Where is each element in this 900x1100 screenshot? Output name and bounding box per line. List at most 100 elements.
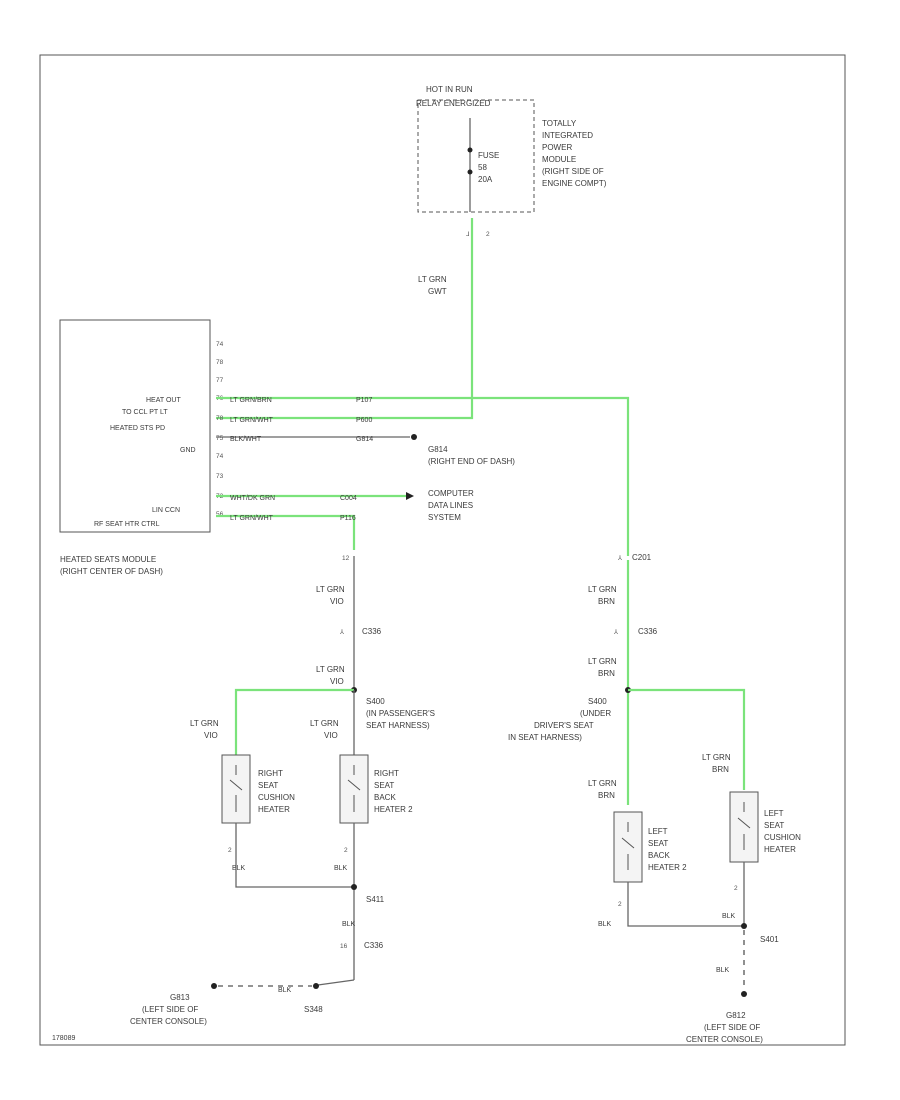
rb-splice-label: S400 (IN PASSENGER'S SEAT HARNESS) bbox=[366, 697, 435, 730]
svg-text:SYSTEM: SYSTEM bbox=[428, 513, 461, 522]
svg-text:BLK/WHT: BLK/WHT bbox=[230, 436, 262, 443]
svg-text:C004: C004 bbox=[340, 495, 357, 502]
svg-text:CUSHION: CUSHION bbox=[258, 793, 295, 802]
svg-text:74: 74 bbox=[216, 341, 224, 348]
svg-text:HEATER: HEATER bbox=[258, 805, 290, 814]
rb-gnd-pin-right: 2 bbox=[344, 847, 348, 854]
lb-connector-mark: ⅄ bbox=[617, 554, 623, 562]
lb-gnd-pin-left: 2 bbox=[618, 901, 622, 908]
lb-c336-label: C336 bbox=[638, 627, 658, 636]
rb-wire1-label: LT GRN VIO bbox=[316, 585, 345, 606]
g813-label: G813 (LEFT SIDE OF CENTER CONSOLE) bbox=[130, 993, 207, 1026]
svg-text:G812: G812 bbox=[726, 1011, 746, 1020]
lb-blk-down-label: BLK bbox=[716, 967, 730, 974]
svg-text:LT GRN: LT GRN bbox=[316, 665, 345, 674]
lb-wire1-label: LT GRN BRN bbox=[588, 585, 617, 606]
g813-node bbox=[211, 983, 217, 989]
g812-label: G812 (LEFT SIDE OF CENTER CONSOLE) bbox=[686, 1011, 763, 1044]
lb-wire2-label: LT GRN BRN bbox=[588, 657, 617, 678]
module-splice-labels: P107 P600 G814 C004 P116 bbox=[340, 397, 373, 522]
fuse-node-top bbox=[467, 147, 473, 153]
svg-text:POWER: POWER bbox=[542, 143, 572, 152]
svg-text:SEAT: SEAT bbox=[258, 781, 278, 790]
rb-gnd-wire-label: BLK bbox=[232, 865, 246, 872]
feed-wire-green bbox=[216, 218, 474, 420]
svg-text:P116: P116 bbox=[340, 515, 356, 522]
svg-text:VIO: VIO bbox=[324, 731, 338, 740]
svg-text:LT GRN/WHT: LT GRN/WHT bbox=[230, 417, 274, 424]
tipm-pin: 2 bbox=[486, 231, 490, 238]
svg-text:INTEGRATED: INTEGRATED bbox=[542, 131, 593, 140]
svg-text:GWT: GWT bbox=[428, 287, 447, 296]
svg-text:LT GRN: LT GRN bbox=[418, 275, 447, 284]
s401-node bbox=[741, 923, 747, 929]
svg-text:CENTER CONSOLE): CENTER CONSOLE) bbox=[686, 1035, 763, 1044]
svg-text:SEAT HARNESS): SEAT HARNESS) bbox=[366, 721, 430, 730]
svg-text:S400: S400 bbox=[366, 697, 385, 706]
rb-ground-wire-left bbox=[235, 823, 354, 888]
rb-cushion-wire bbox=[234, 688, 354, 755]
left-back-heater-label: LEFT SEAT BACK HEATER 2 bbox=[648, 827, 687, 872]
relay-label: RELAY ENERGIZED bbox=[416, 99, 491, 108]
svg-text:BRN: BRN bbox=[598, 597, 615, 606]
fuse-node-bottom bbox=[467, 169, 473, 175]
svg-text:CUSHION: CUSHION bbox=[764, 833, 801, 842]
wire-rf-seat bbox=[216, 514, 356, 550]
left-cushion-heater-icon bbox=[737, 802, 751, 850]
svg-text:VIO: VIO bbox=[330, 677, 344, 686]
svg-text:56: 56 bbox=[216, 511, 224, 518]
svg-text:FUSE: FUSE bbox=[478, 151, 499, 160]
svg-text:LT GRN: LT GRN bbox=[588, 657, 617, 666]
svg-text:75: 75 bbox=[216, 435, 224, 442]
svg-text:(LEFT SIDE OF: (LEFT SIDE OF bbox=[142, 1005, 198, 1014]
svg-text:G813: G813 bbox=[170, 993, 190, 1002]
s348-node bbox=[313, 983, 319, 989]
svg-text:LT GRN/BRN: LT GRN/BRN bbox=[230, 397, 272, 404]
left-cushion-heater-label: LEFT SEAT CUSHION HEATER bbox=[764, 809, 801, 854]
rb-blk-dash-label: BLK bbox=[278, 987, 292, 994]
svg-text:LT GRN: LT GRN bbox=[310, 719, 339, 728]
svg-text:BACK: BACK bbox=[374, 793, 396, 802]
svg-text:RF SEAT HTR CTRL: RF SEAT HTR CTRL bbox=[94, 521, 160, 528]
svg-text:78: 78 bbox=[216, 359, 224, 366]
svg-text:(UNDER: (UNDER bbox=[580, 709, 611, 718]
rb-wire-left-label: LT GRN VIO bbox=[190, 719, 219, 740]
svg-text:G814: G814 bbox=[356, 436, 373, 443]
tipm-box bbox=[417, 99, 535, 213]
svg-text:SEAT: SEAT bbox=[374, 781, 394, 790]
svg-text:BRN: BRN bbox=[598, 669, 615, 678]
svg-text:77: 77 bbox=[216, 377, 224, 384]
rb-conn-pin: 12 bbox=[342, 555, 350, 562]
svg-text:(IN PASSENGER'S: (IN PASSENGER'S bbox=[366, 709, 435, 718]
svg-text:DATA LINES: DATA LINES bbox=[428, 501, 473, 510]
svg-text:58: 58 bbox=[478, 163, 487, 172]
g812-node bbox=[741, 991, 747, 997]
svg-text:LT GRN: LT GRN bbox=[702, 753, 731, 762]
svg-text:(RIGHT SIDE OF: (RIGHT SIDE OF bbox=[542, 167, 604, 176]
lb-blk-right-label: BLK bbox=[722, 913, 736, 920]
svg-text:SEAT: SEAT bbox=[648, 839, 668, 848]
svg-text:TOTALLY: TOTALLY bbox=[542, 119, 577, 128]
svg-text:73: 73 bbox=[216, 473, 224, 480]
svg-text:LEFT: LEFT bbox=[764, 809, 784, 818]
arrow-computer-data bbox=[406, 492, 414, 500]
svg-text:(RIGHT END OF DASH): (RIGHT END OF DASH) bbox=[428, 457, 515, 466]
svg-text:VIO: VIO bbox=[204, 731, 218, 740]
rb-ground-bend bbox=[317, 979, 355, 986]
svg-text:HEATER 2: HEATER 2 bbox=[648, 863, 687, 872]
module-pins: 74 78 77 76 78 75 74 73 72 56 bbox=[216, 341, 224, 518]
svg-text:TO CCL PT LT: TO CCL PT LT bbox=[122, 409, 168, 416]
svg-text:RIGHT: RIGHT bbox=[374, 769, 399, 778]
svg-text:MODULE: MODULE bbox=[542, 155, 576, 164]
wire-heat-out bbox=[216, 396, 630, 556]
tipm-connector-mark: ⅃ bbox=[466, 231, 470, 238]
svg-text:HEATED SEATS MODULE: HEATED SEATS MODULE bbox=[60, 555, 156, 564]
right-back-heater-label: RIGHT SEAT BACK HEATER 2 bbox=[374, 769, 413, 814]
svg-text:HEATED STS PD: HEATED STS PD bbox=[110, 425, 165, 432]
right-back-heater-icon bbox=[347, 765, 361, 812]
lb-wire-cushion-label: LT GRN BRN bbox=[702, 753, 731, 774]
lb-c336-mark: ⅄ bbox=[613, 628, 619, 636]
svg-text:HEATER: HEATER bbox=[764, 845, 796, 854]
rb-c-lower-pin: 16 bbox=[340, 943, 348, 950]
svg-text:BACK: BACK bbox=[648, 851, 670, 860]
